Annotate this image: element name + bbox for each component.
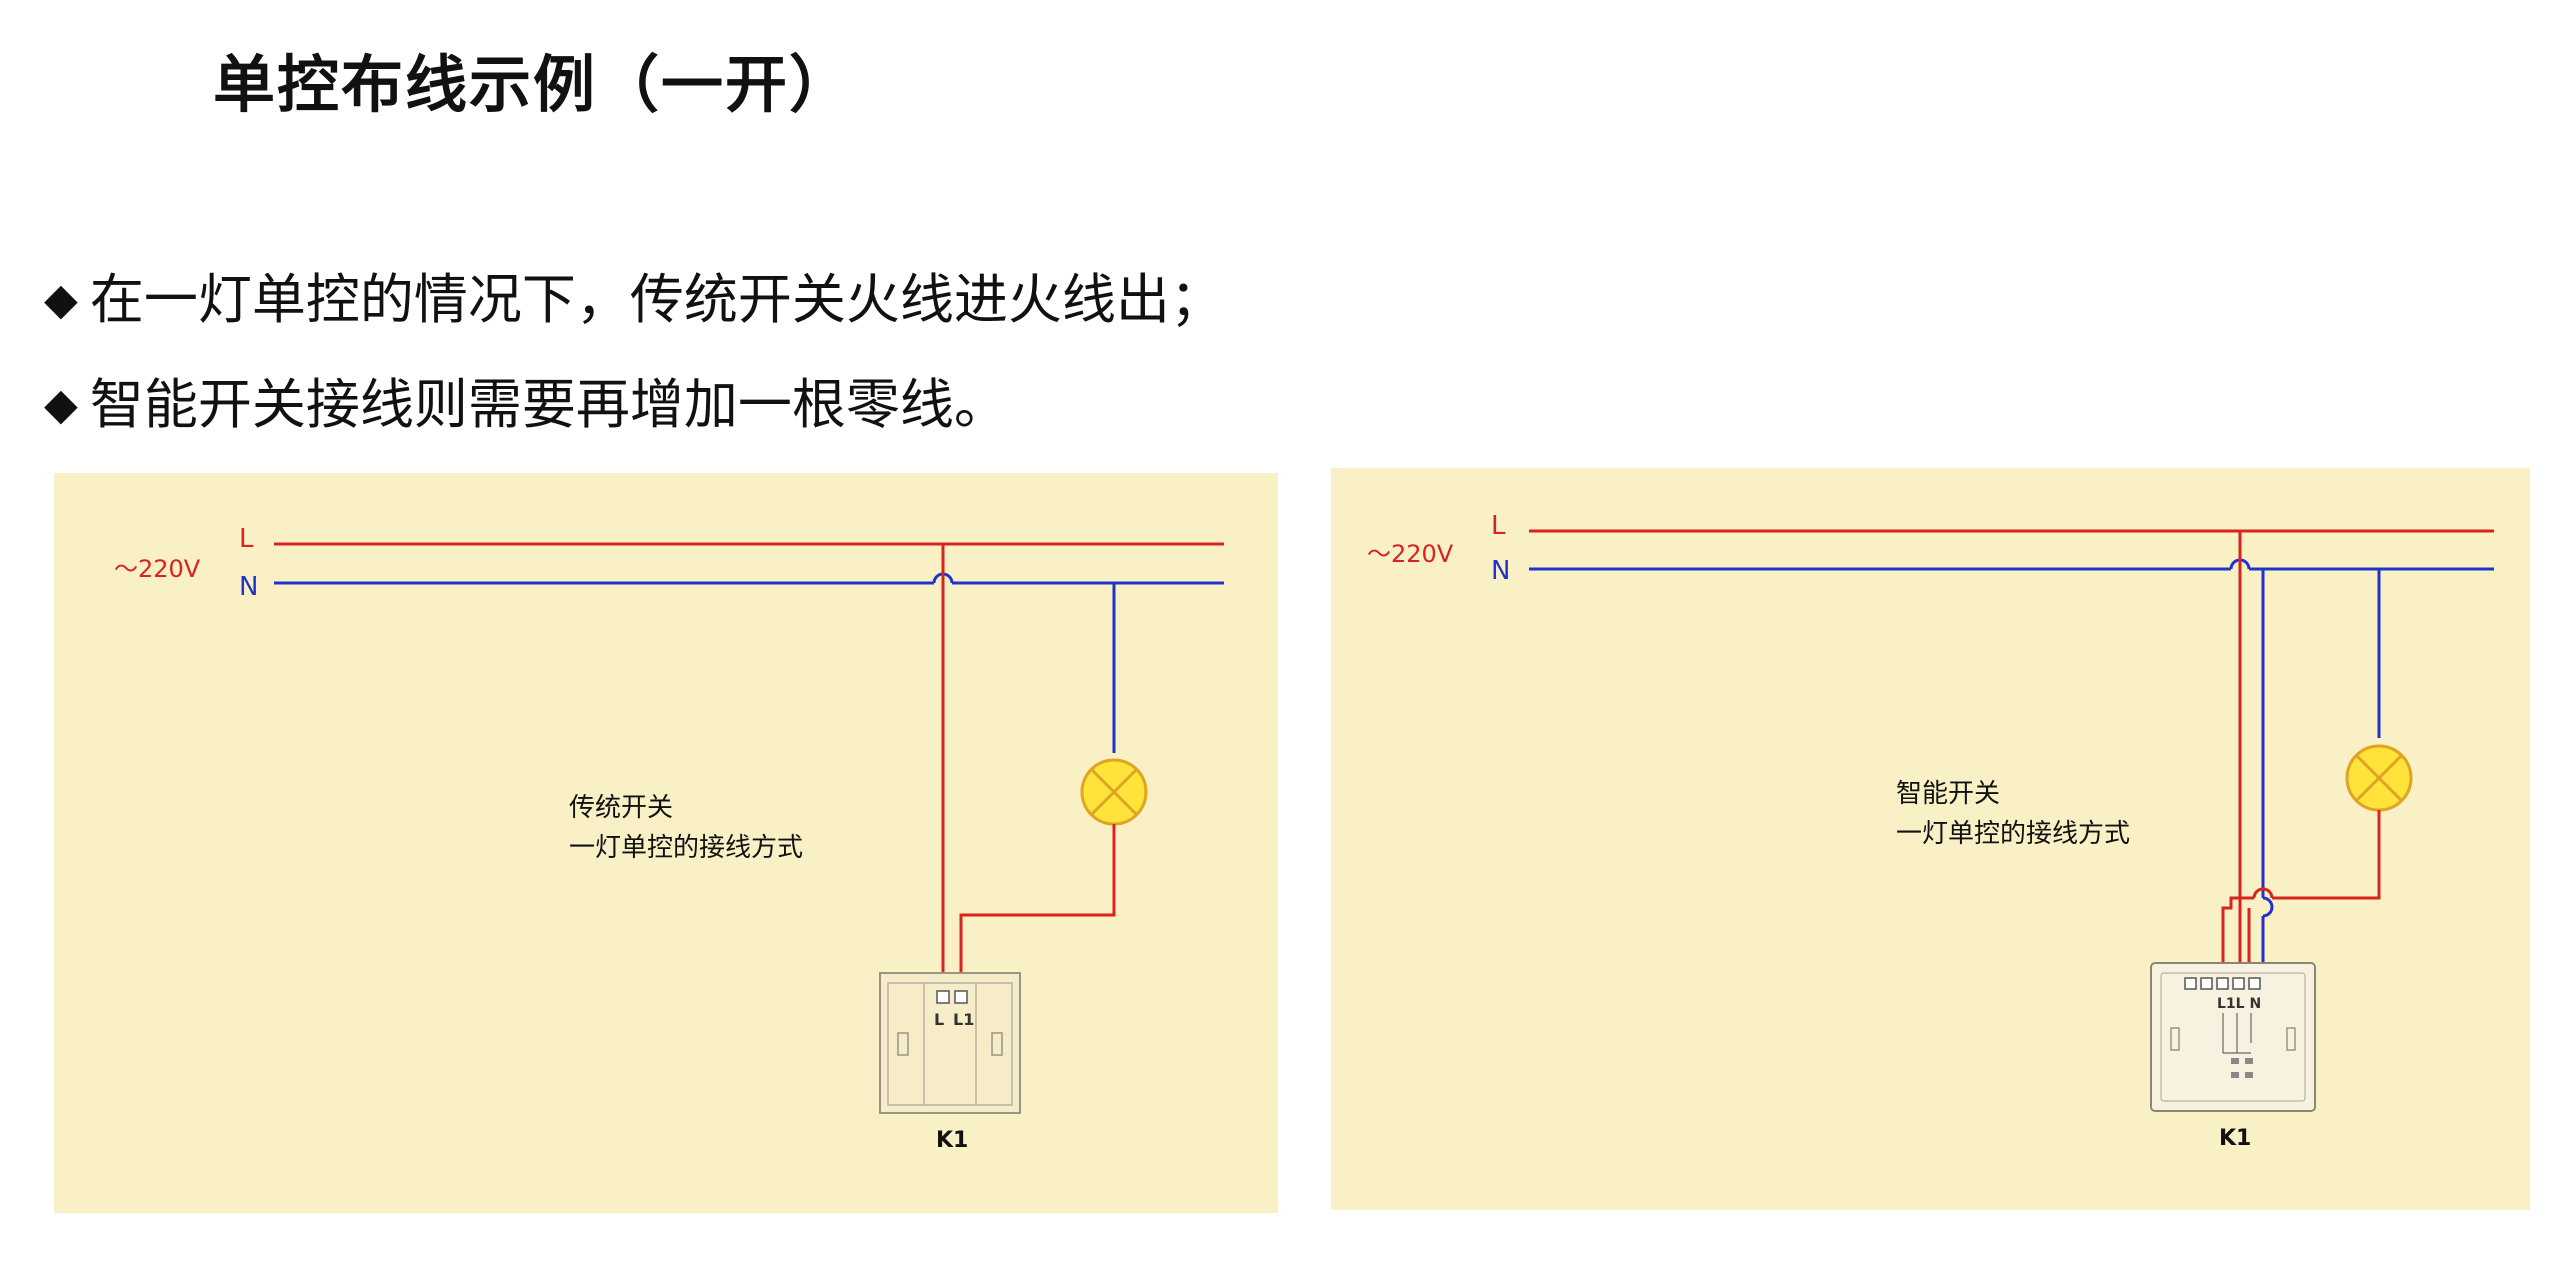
- neutral-line-label: N: [239, 572, 258, 602]
- lamp-icon: [1080, 758, 1148, 826]
- switch-label: K1: [936, 1128, 969, 1153]
- lamp-icon: [2345, 744, 2413, 812]
- neutral-wire-hop-2: [2262, 896, 2274, 918]
- page-title: 单控布线示例（一开）: [213, 48, 854, 121]
- neutral-line-label: N: [1491, 556, 1510, 586]
- live-wire-hop: [2252, 887, 2274, 899]
- bullet-smart: ◆ 智能开关接线则需要再增加一根零线。: [44, 370, 1008, 440]
- live-line-label: L: [239, 524, 254, 554]
- caption-line-1: 智能开关: [1896, 779, 2001, 809]
- switched-live-wire: [2272, 810, 2381, 900]
- smart-wiring-svg: ～220V L N: [1367, 511, 2494, 1112]
- live-line-label: L: [1491, 511, 1506, 541]
- terminal-labels: L1L N: [2217, 996, 2261, 1012]
- switched-live-wire: [959, 824, 1116, 993]
- voltage-label: ～220V: [1367, 540, 1454, 568]
- diamond-bullet-icon: ◆: [44, 274, 78, 325]
- caption-line-2: 一灯单控的接线方式: [1896, 819, 2131, 849]
- diagram-caption: 智能开关 一灯单控的接线方式: [1896, 774, 2130, 854]
- traditional-switch: L L1: [879, 972, 1021, 1114]
- traditional-wiring-svg: ～220V L N L L1: [114, 524, 1224, 1114]
- caption-line-2: 一灯单控的接线方式: [569, 833, 804, 863]
- diamond-bullet-icon: ◆: [44, 379, 78, 430]
- smart-switch: L1L N: [2150, 962, 2316, 1112]
- switch-label: K1: [2219, 1126, 2252, 1151]
- bullet-text: 智能开关接线则需要再增加一根零线。: [89, 373, 1008, 436]
- smart-switch-diagram: ～220V L N: [1331, 468, 2530, 1210]
- voltage-label: ～220V: [114, 555, 201, 583]
- bullet-text: 在一灯单控的情况下，传统开关火线进火线出；: [89, 268, 1224, 331]
- bullet-traditional: ◆ 在一灯单控的情况下，传统开关火线进火线出；: [44, 265, 1224, 335]
- terminal-l-label: L: [934, 1010, 944, 1029]
- terminal-l1-label: L1: [953, 1010, 974, 1029]
- switched-live-wire-lower: [2221, 896, 2254, 980]
- caption-line-1: 传统开关: [569, 793, 674, 823]
- traditional-switch-diagram: ～220V L N L L1: [54, 473, 1278, 1213]
- diagram-caption: 传统开关 一灯单控的接线方式: [569, 788, 803, 868]
